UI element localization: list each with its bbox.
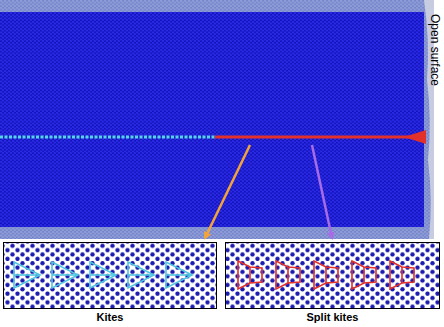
kite-structures <box>14 262 192 288</box>
slab-interior <box>0 12 424 227</box>
split-kite-structures <box>238 261 414 289</box>
split-kite-end <box>404 130 426 144</box>
inset-frame <box>226 243 440 309</box>
split-kite-line <box>215 136 416 139</box>
inset-panel: Kites <box>3 242 217 326</box>
slab-boundary <box>0 0 432 239</box>
pointer-arrow <box>205 145 250 238</box>
surface-label: Open surface <box>428 14 442 86</box>
inset-panel: Split kites <box>225 242 440 326</box>
pointer-arrow <box>312 145 332 238</box>
inset-label: Split kites <box>225 311 440 323</box>
inset-label: Kites <box>3 311 217 323</box>
inset-frame <box>4 243 217 309</box>
kite-line <box>0 136 215 139</box>
